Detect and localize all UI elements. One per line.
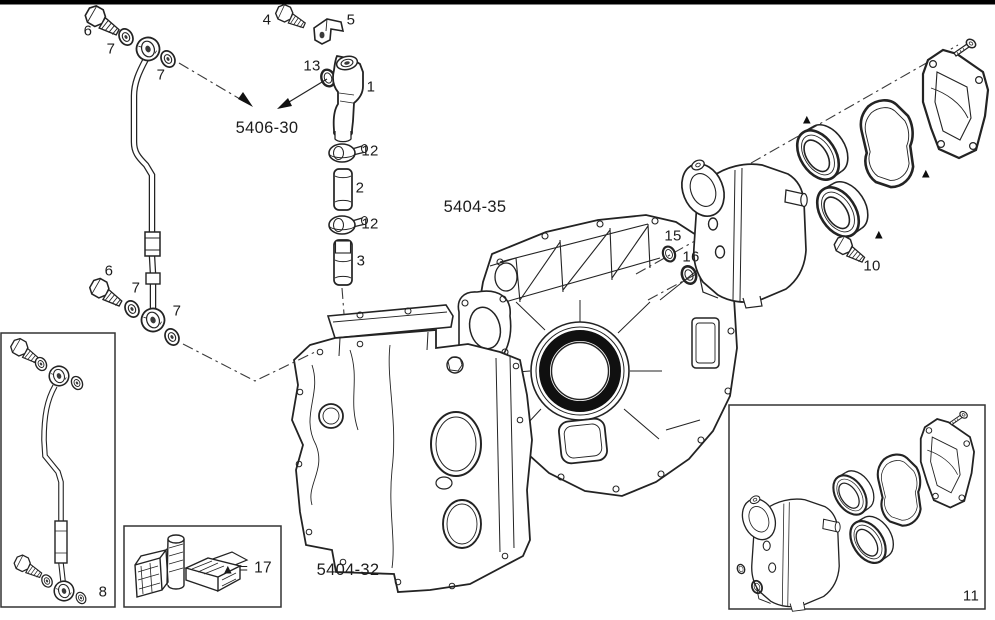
- hose-3: [333, 239, 353, 286]
- seal-collar-upper: [787, 115, 858, 189]
- flywheel-housing: [457, 214, 738, 497]
- callout-pump-kit-11: 11: [962, 587, 980, 605]
- triangle-marker-icon: ▲: [800, 111, 814, 127]
- callout-pipe-8: 8: [98, 583, 108, 601]
- banjo-bolt-6-lower: [86, 274, 128, 311]
- callout-washer-7: 7: [106, 40, 116, 58]
- callout-o-ring-16: 16: [682, 248, 700, 266]
- timing-gear-case: [291, 304, 533, 593]
- page-top-border: [0, 0, 995, 5]
- pump-cover: [921, 48, 990, 160]
- callout-o-ring-15: 15: [664, 227, 682, 245]
- legend-triangle-icon: ▲: [221, 561, 235, 577]
- callout-bolt-4: 4: [262, 11, 272, 29]
- cover-screw: [953, 36, 979, 57]
- callout-bolt-6-upper: 6: [83, 22, 93, 40]
- callout-washer-7: 7: [156, 66, 166, 84]
- triangle-marker-icon: ▲: [872, 226, 886, 242]
- clamp-bracket-5: [313, 18, 345, 45]
- callout-hose-2: 2: [355, 179, 365, 197]
- callout-clamp-12-lower: 12: [361, 215, 379, 233]
- callout-clamp-12-upper: 12: [361, 142, 379, 160]
- oil-pipe-upper-group: [81, 2, 183, 349]
- callout-washer-7: 7: [172, 302, 182, 320]
- legend-part-ref: 17: [254, 559, 272, 577]
- banjo-fitting-upper: [132, 33, 164, 65]
- seal-collar-lower: [807, 172, 878, 246]
- triangle-marker-icon: ▲: [919, 165, 933, 181]
- hose-2: [333, 168, 353, 211]
- pump-gasket: [855, 95, 922, 192]
- callout-clamp-5: 5: [346, 11, 356, 29]
- banjo-fitting-lower: [137, 304, 169, 336]
- reference-arrows: [238, 78, 328, 109]
- callout-washer-7: 7: [131, 279, 141, 297]
- washer-7: [121, 297, 143, 321]
- group-ref-5404-32: 5404-32: [316, 560, 380, 579]
- callout-elbow-1: 1: [366, 78, 376, 96]
- legend-equals: =: [239, 560, 249, 576]
- callout-bolt-10: 10: [863, 257, 881, 275]
- elbow-fitting-1: [332, 54, 364, 143]
- bolt-4: [272, 1, 310, 33]
- inset-box-pipe-8: [0, 332, 116, 608]
- group-ref-5404-35: 5404-35: [443, 197, 507, 216]
- callout-bolt-6-lower: 6: [104, 262, 114, 280]
- washer-7: [161, 325, 183, 349]
- group-ref-5406-30: 5406-30: [235, 118, 299, 137]
- legend-box-17: [123, 525, 282, 608]
- inset-box-pump-11: [728, 404, 986, 612]
- callout-o-ring-13: 13: [303, 57, 321, 75]
- callout-hose-3: 3: [356, 252, 366, 270]
